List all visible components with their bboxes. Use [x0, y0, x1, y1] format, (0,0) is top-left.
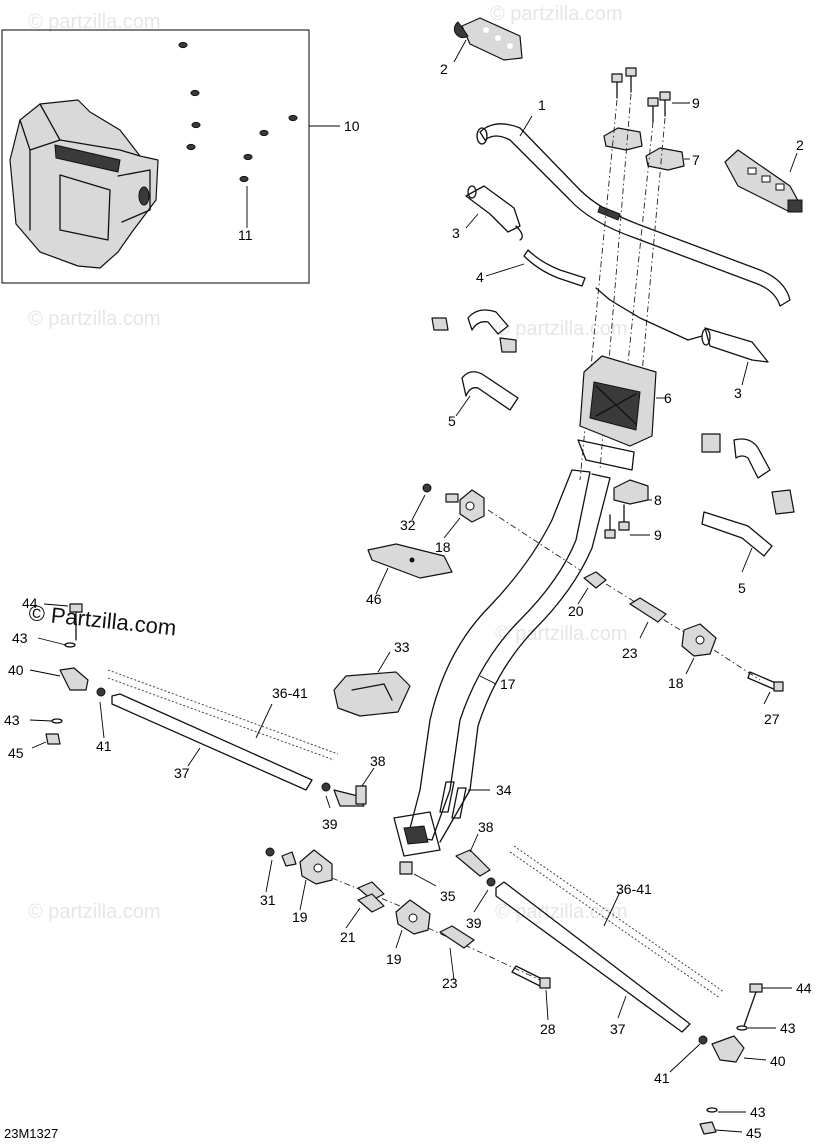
callout: 38 [478, 819, 494, 835]
link-right-upper [583, 571, 784, 692]
callout: 32 [400, 517, 416, 533]
callout: 20 [568, 603, 584, 619]
callout: 40 [8, 662, 24, 678]
callout: 3 [734, 385, 742, 401]
callout: 2 [796, 137, 804, 153]
pad-screws [178, 41, 298, 183]
callout: 41 [654, 1070, 670, 1086]
callout: 46 [366, 591, 382, 607]
steering-column [393, 439, 635, 857]
callout: 28 [540, 1021, 556, 1037]
callout: 45 [746, 1125, 762, 1141]
pivot-upper [422, 483, 485, 523]
callout: 44 [796, 980, 812, 996]
callout: 9 [692, 95, 700, 111]
callout: 18 [668, 675, 684, 691]
watermark: © partzilla.com [28, 11, 161, 33]
watermark: © partzilla.com [495, 901, 628, 923]
callout: 2 [440, 61, 448, 77]
watermark: © partzilla.com [495, 318, 628, 340]
callout: 38 [370, 753, 386, 769]
callout: 19 [386, 951, 402, 967]
watermark: © partzilla.com [495, 623, 628, 645]
throttle-cable [523, 249, 586, 287]
callout-labels: 2 2 1 9 7 10 11 3 4 3 6 5 8 9 32 18 5 46… [4, 61, 812, 1141]
callout: 10 [344, 118, 360, 134]
callout: 18 [435, 539, 451, 555]
handlebar-clamp-screws [611, 67, 671, 123]
callout: 43 [780, 1020, 796, 1036]
cover [333, 671, 411, 717]
lower-clamp [613, 479, 649, 505]
diagram-code: 23M1327 [4, 1126, 58, 1141]
upper-clamp [603, 127, 685, 171]
inset-frame [1, 29, 310, 284]
callout: 1 [538, 97, 546, 113]
watermark: © partzilla.com [490, 3, 623, 25]
callout: 36-41 [616, 881, 652, 897]
callout: 17 [500, 676, 516, 692]
callout: 23 [442, 975, 458, 991]
callout: 37 [174, 765, 190, 781]
callout: 23 [622, 645, 638, 661]
callout: 8 [654, 492, 662, 508]
callout: 37 [610, 1021, 626, 1037]
callout: 40 [770, 1053, 786, 1069]
column-bolts [399, 781, 467, 875]
callout: 21 [340, 929, 356, 945]
callout: 43 [4, 712, 20, 728]
callout: 35 [440, 888, 456, 904]
callout: 39 [466, 915, 482, 931]
callout: 6 [664, 390, 672, 406]
watermark-strong: © Partzilla.com [27, 600, 177, 640]
watermark: © partzilla.com [28, 901, 161, 923]
callout: 19 [292, 909, 308, 925]
callout: 45 [8, 745, 24, 761]
handlebar [476, 123, 791, 307]
callout: 43 [12, 630, 28, 646]
bar-end-left [465, 185, 523, 241]
callout: 9 [654, 527, 662, 543]
hoses-right [701, 433, 795, 557]
callout: 34 [496, 782, 512, 798]
tie-rod-left [45, 603, 367, 807]
callout: 5 [738, 580, 746, 596]
bar-end-right [701, 327, 769, 363]
callout: 41 [96, 738, 112, 754]
grip-right [724, 149, 803, 213]
tie-rod-right [455, 845, 763, 1135]
callout: 39 [322, 816, 338, 832]
hoses-left [431, 309, 519, 411]
inset-pad-kit [1, 29, 340, 284]
cable [595, 287, 703, 341]
callout: 7 [692, 152, 700, 168]
handlebar-pad [9, 99, 159, 269]
callout: 3 [452, 225, 460, 241]
callout: 27 [764, 711, 780, 727]
link-lower-left [265, 847, 551, 989]
lower-clamp-screws [604, 504, 630, 539]
callout: 43 [750, 1104, 766, 1120]
callout: 33 [394, 639, 410, 655]
callout: 31 [260, 892, 276, 908]
callout: 4 [476, 269, 484, 285]
grip-left [453, 17, 523, 61]
callout: 11 [238, 227, 253, 243]
callout: 5 [448, 413, 456, 429]
callout: 44 [22, 595, 38, 611]
callout: 36-41 [272, 685, 308, 701]
riser-block [579, 355, 657, 447]
watermark: © partzilla.com [28, 308, 161, 330]
mount-plate [367, 543, 453, 579]
